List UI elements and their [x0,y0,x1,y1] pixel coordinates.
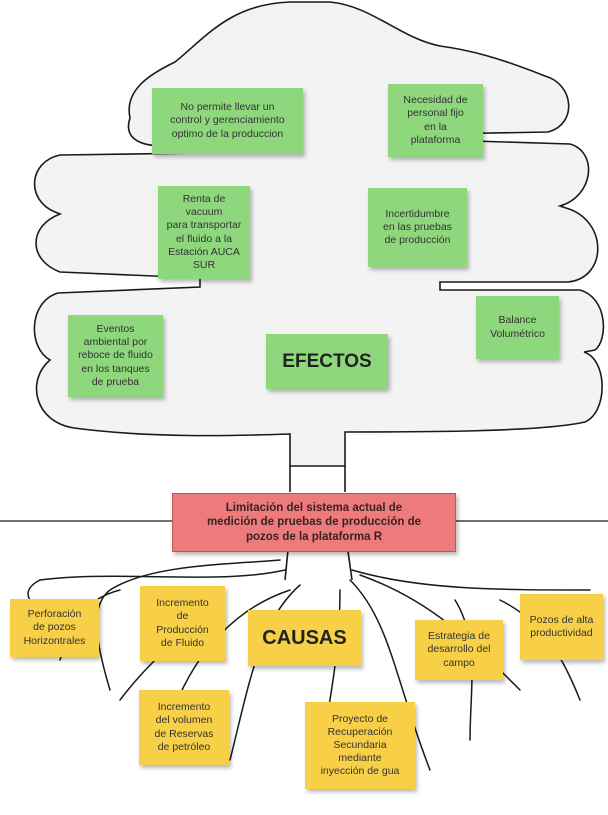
cause-note: Estrategia de desarrollo del campo [415,620,503,680]
cause-note: Incremento del volumen de Reservas de pe… [139,690,229,765]
effect-note: Incertidumbre en las pruebas de producci… [368,188,467,267]
effect-note: Renta de vacuum para transportar el flui… [158,186,250,279]
cause-note: Perforación de pozos Horizontrales [10,599,99,657]
cause-note: Proyecto de Recuperación Secundaria medi… [305,702,415,789]
problem-statement: Limitación del sistema actual de medició… [172,493,456,552]
effect-note: No permite llevar un control y gerenciam… [152,88,303,154]
causes-label: CAUSAS [248,610,361,666]
tree-trunk [284,466,353,581]
effect-note: Eventos ambiental por reboce de fluido e… [68,315,163,397]
effect-note: Balance Volumétrico [476,296,559,359]
cause-note: Incremento de Producción de Fluido [140,586,225,661]
cause-note: Pozos de alta productividad [520,594,603,660]
effect-note: Necesidad de personal fijo en la platafo… [388,84,483,157]
effects-label: EFECTOS [266,334,388,389]
